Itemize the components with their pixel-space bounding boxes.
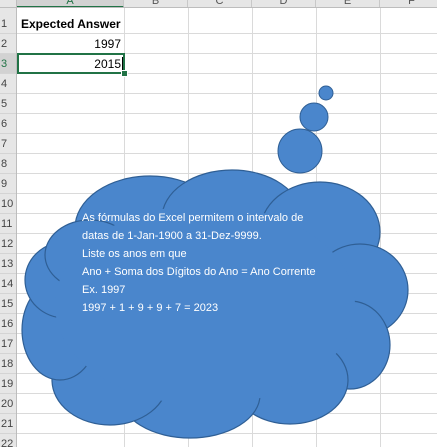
cell-a3[interactable]: 2015 xyxy=(94,57,121,71)
row-header-14[interactable]: 14 xyxy=(0,274,16,294)
row-header-20[interactable]: 20 xyxy=(0,394,16,414)
row-gridline xyxy=(17,133,437,134)
row-header-4[interactable]: 4 xyxy=(0,74,16,94)
row-gridline xyxy=(17,113,437,114)
row-header-7[interactable]: 7 xyxy=(0,134,16,154)
row-header-1[interactable]: 1 xyxy=(0,14,16,34)
row-header-22[interactable]: 22 xyxy=(0,434,16,447)
column-header-e[interactable]: E xyxy=(316,0,380,7)
text-cursor xyxy=(122,57,123,71)
column-header-f[interactable]: F xyxy=(380,0,437,7)
column-gridline xyxy=(380,8,381,447)
callout-tail-bubble-small xyxy=(318,85,334,101)
callout-tail-bubble-medium xyxy=(299,102,329,132)
cell-a1[interactable]: Expected Answer xyxy=(21,17,121,31)
select-all-corner[interactable] xyxy=(0,0,17,8)
cell-a2[interactable]: 1997 xyxy=(94,37,121,51)
callout-line-2: Liste os anos em que xyxy=(82,248,187,260)
column-header-row: A B C D E F xyxy=(17,0,437,8)
cloud-fill-center xyxy=(55,205,355,405)
row-gridline xyxy=(17,53,437,54)
row-header-12[interactable]: 12 xyxy=(0,234,16,254)
row-gridline xyxy=(17,433,437,434)
active-cell-border xyxy=(17,53,125,74)
row-header-13[interactable]: 13 xyxy=(0,254,16,274)
row-header-18[interactable]: 18 xyxy=(0,354,16,374)
row-gridline xyxy=(17,73,437,74)
row-header-16[interactable]: 16 xyxy=(0,314,16,334)
row-header-19[interactable]: 19 xyxy=(0,374,16,394)
row-header-15[interactable]: 15 xyxy=(0,294,16,314)
callout-line-1: As fórmulas do Excel permitem o interval… xyxy=(82,212,304,242)
row-gridline xyxy=(17,33,437,34)
row-header-5[interactable]: 5 xyxy=(0,94,16,114)
callout-line-5: 1997 + 1 + 9 + 9 + 7 = 2023 xyxy=(82,302,219,314)
row-header-10[interactable]: 10 xyxy=(0,194,16,214)
row-header-9[interactable]: 9 xyxy=(0,174,16,194)
column-header-c[interactable]: C xyxy=(188,0,252,7)
row-header-11[interactable]: 11 xyxy=(0,214,16,234)
row-header-3[interactable]: 3 xyxy=(0,54,16,74)
column-header-a[interactable]: A xyxy=(17,0,124,7)
row-header-2[interactable]: 2 xyxy=(0,34,16,54)
callout-tail-bubble-large xyxy=(277,128,323,174)
row-header-column: 1 2 3 4 5 6 7 8 9 10 11 12 13 14 15 16 1… xyxy=(0,8,17,447)
row-header-8[interactable]: 8 xyxy=(0,154,16,174)
column-header-d[interactable]: D xyxy=(252,0,316,7)
column-header-b[interactable]: B xyxy=(124,0,188,7)
callout-line-3: Ano + Soma dos Dígitos do Ano = Ano Corr… xyxy=(82,266,316,278)
row-header-6[interactable]: 6 xyxy=(0,114,16,134)
fill-handle[interactable] xyxy=(121,70,128,77)
row-header-21[interactable]: 21 xyxy=(0,414,16,434)
cloud-callout-text: As fórmulas do Excel permitem o interval… xyxy=(82,209,322,317)
callout-line-4: Ex. 1997 xyxy=(82,284,126,296)
row-gridline xyxy=(17,93,437,94)
row-header-17[interactable]: 17 xyxy=(0,334,16,354)
row-gridline xyxy=(17,153,437,154)
